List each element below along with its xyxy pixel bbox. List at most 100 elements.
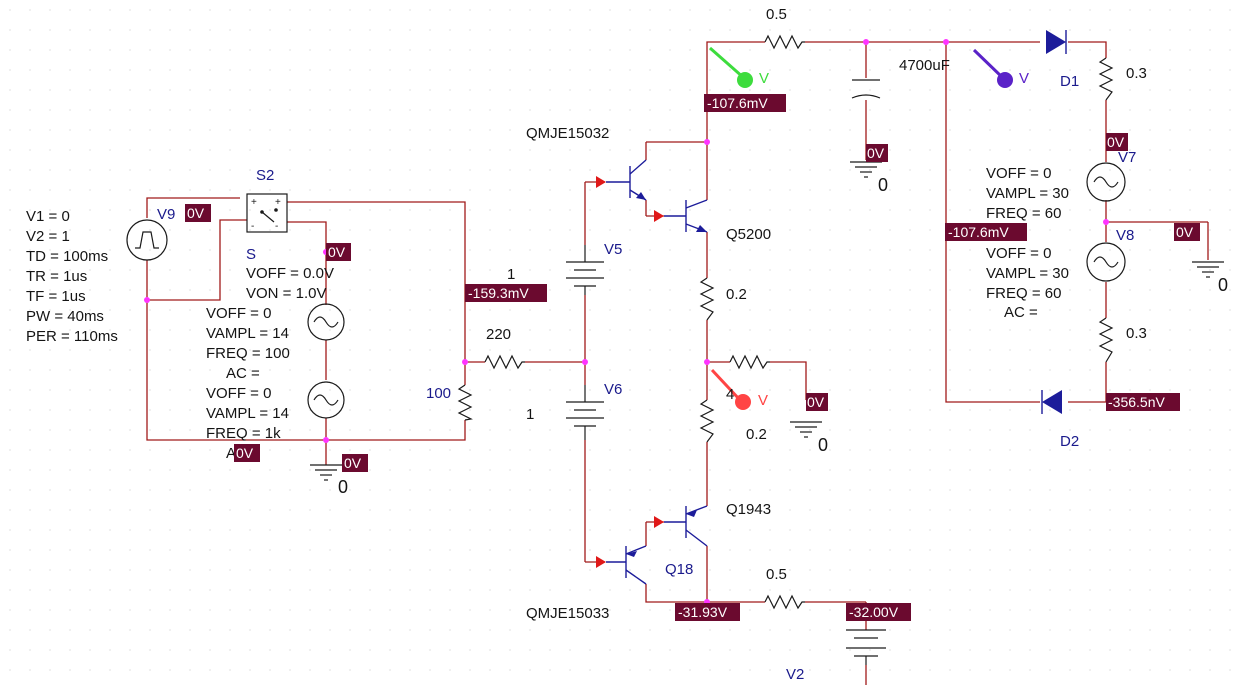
qmje15033-label: QMJE15033 <box>526 605 609 622</box>
svg-text:V: V <box>759 70 769 87</box>
sine-source-left-bottom[interactable] <box>307 381 345 419</box>
v7-sine-source[interactable] <box>1086 162 1126 202</box>
svg-text:AC =: AC = <box>1004 304 1038 321</box>
voltage-v8-gnd: 0V <box>1176 224 1194 240</box>
svg-text:V: V <box>758 392 768 409</box>
sine-left-top-params: VOFF = 0 VAMPL = 14 FREQ = 100 AC = <box>206 305 290 382</box>
q5200-label: Q5200 <box>726 226 771 243</box>
resistors <box>457 34 1114 610</box>
v2-battery[interactable] <box>846 629 886 665</box>
resistor-220-label: 220 <box>486 326 511 343</box>
resistor-0.2-top-label: 0.2 <box>726 286 747 303</box>
d1-label: D1 <box>1060 73 1079 90</box>
svg-text:V: V <box>1019 70 1029 87</box>
svg-text:-: - <box>251 221 254 232</box>
q1943-label: Q1943 <box>726 501 771 518</box>
voltage-v7-top: 0V <box>1107 134 1125 150</box>
voltage-s2: 0V <box>328 244 346 260</box>
diode-d2[interactable] <box>1041 390 1062 414</box>
voltage-v9: 0V <box>187 205 205 221</box>
s2-switch[interactable]: + + - - <box>246 193 288 233</box>
q18-label: Q18 <box>665 561 693 578</box>
resistor-0.3-bottom-label: 0.3 <box>1126 325 1147 342</box>
resistor-0.2-bottom-label: 0.2 <box>746 426 767 443</box>
transistor-q1943[interactable] <box>654 505 708 547</box>
v9-pulse-source[interactable] <box>126 219 168 261</box>
voltage-r1: -159.3mV <box>468 285 529 301</box>
transistor-qmje15032[interactable] <box>596 159 647 201</box>
d2-label: D2 <box>1060 433 1079 450</box>
voltage-right-mid: -107.6mV <box>948 224 1009 240</box>
v8-sine-source[interactable] <box>1086 242 1126 282</box>
transistor-q5200[interactable] <box>654 199 708 233</box>
voltage-cap-gnd: 0V <box>867 145 885 161</box>
svg-text:FREQ = 60: FREQ = 60 <box>986 285 1061 302</box>
resistor-0.5-top-label: 0.5 <box>766 6 787 23</box>
v2-label: V2 <box>786 666 804 683</box>
ground-output <box>790 421 822 438</box>
svg-text:FREQ = 1k: FREQ = 1k <box>206 425 281 442</box>
ground-cap-label: 0 <box>878 175 888 195</box>
resistor-1-label: 1 <box>507 266 515 283</box>
voltage-badges: 0V 0V 0V 0V -159.3mV -107.6mV 0V -107.6m… <box>185 94 1200 621</box>
svg-text:TD = 100ms: TD = 100ms <box>26 248 108 265</box>
ground-right <box>1192 261 1224 278</box>
voltage-v2: -32.00V <box>849 604 899 620</box>
v7-label: V7 <box>1118 149 1136 166</box>
v9-label: V9 <box>157 206 175 223</box>
qmje15032-label: QMJE15032 <box>526 125 609 142</box>
voltage-top-collector: -107.6mV <box>707 95 768 111</box>
ground-left <box>310 464 342 481</box>
svg-text:VOFF = 0: VOFF = 0 <box>206 385 271 402</box>
v6-battery[interactable] <box>566 385 604 440</box>
s2-sub-label: S <box>246 246 256 263</box>
resistor-0.3-top-label: 0.3 <box>1126 65 1147 82</box>
resistor-4-label: 4 <box>726 386 734 403</box>
svg-text:TF = 1us: TF = 1us <box>26 288 86 305</box>
diode-d1[interactable] <box>1046 30 1067 54</box>
v5-battery[interactable] <box>566 245 604 295</box>
svg-text:V1 = 0: V1 = 0 <box>26 208 70 225</box>
ground-left-label: 0 <box>338 477 348 497</box>
svg-text:VOFF = 0: VOFF = 0 <box>206 305 271 322</box>
v8-label: V8 <box>1116 227 1134 244</box>
s2-voff: VOFF = 0.0V <box>246 265 334 282</box>
svg-text:PER = 110ms: PER = 110ms <box>26 328 118 345</box>
svg-text:AC =: AC = <box>226 365 260 382</box>
svg-text:VOFF = 0: VOFF = 0 <box>986 245 1051 262</box>
s2-von: VON = 1.0V <box>246 285 326 302</box>
voltage-left-gnd: 0V <box>344 455 362 471</box>
svg-text:VAMPL = 14: VAMPL = 14 <box>206 405 289 422</box>
v8-params: VOFF = 0 VAMPL = 30 FREQ = 60 AC = <box>986 245 1069 321</box>
sine-source-left-top[interactable] <box>307 303 345 341</box>
capacitor-4700uf[interactable] <box>851 79 881 99</box>
svg-text:+: + <box>275 197 281 208</box>
svg-text:PW = 40ms: PW = 40ms <box>26 308 104 325</box>
v7-params: VOFF = 0 VAMPL = 30 FREQ = 60 <box>986 165 1069 222</box>
svg-text:VAMPL = 14: VAMPL = 14 <box>206 325 289 342</box>
ground-output-label: 0 <box>818 435 828 455</box>
v6-value: 1 <box>526 406 534 423</box>
capacitor-label: 4700uF <box>899 57 950 74</box>
svg-text:V2 = 1: V2 = 1 <box>26 228 70 245</box>
probe-green[interactable]: V <box>709 46 769 88</box>
v6-label: V6 <box>604 381 622 398</box>
svg-text:FREQ = 60: FREQ = 60 <box>986 205 1061 222</box>
resistor-0.5-bottom-label: 0.5 <box>766 566 787 583</box>
svg-text:VAMPL = 30: VAMPL = 30 <box>986 185 1069 202</box>
svg-text:+: + <box>251 197 257 208</box>
voltage-output-gnd: 0V <box>807 394 825 410</box>
probe-red[interactable]: V <box>710 368 768 410</box>
s2-label: S2 <box>256 167 274 184</box>
transistor-qmje15033[interactable] <box>596 545 647 585</box>
svg-text:TR = 1us: TR = 1us <box>26 268 87 285</box>
voltage-a-node: 0V <box>236 445 254 461</box>
svg-text:VAMPL = 30: VAMPL = 30 <box>986 265 1069 282</box>
probe-purple[interactable]: V <box>972 48 1029 88</box>
voltage-q1943-emitter: -31.93V <box>678 604 728 620</box>
resistor-100-label: 100 <box>426 385 451 402</box>
svg-text:VOFF = 0: VOFF = 0 <box>986 165 1051 182</box>
v9-params: V1 = 0 V2 = 1 TD = 100ms TR = 1us TF = 1… <box>26 208 118 345</box>
